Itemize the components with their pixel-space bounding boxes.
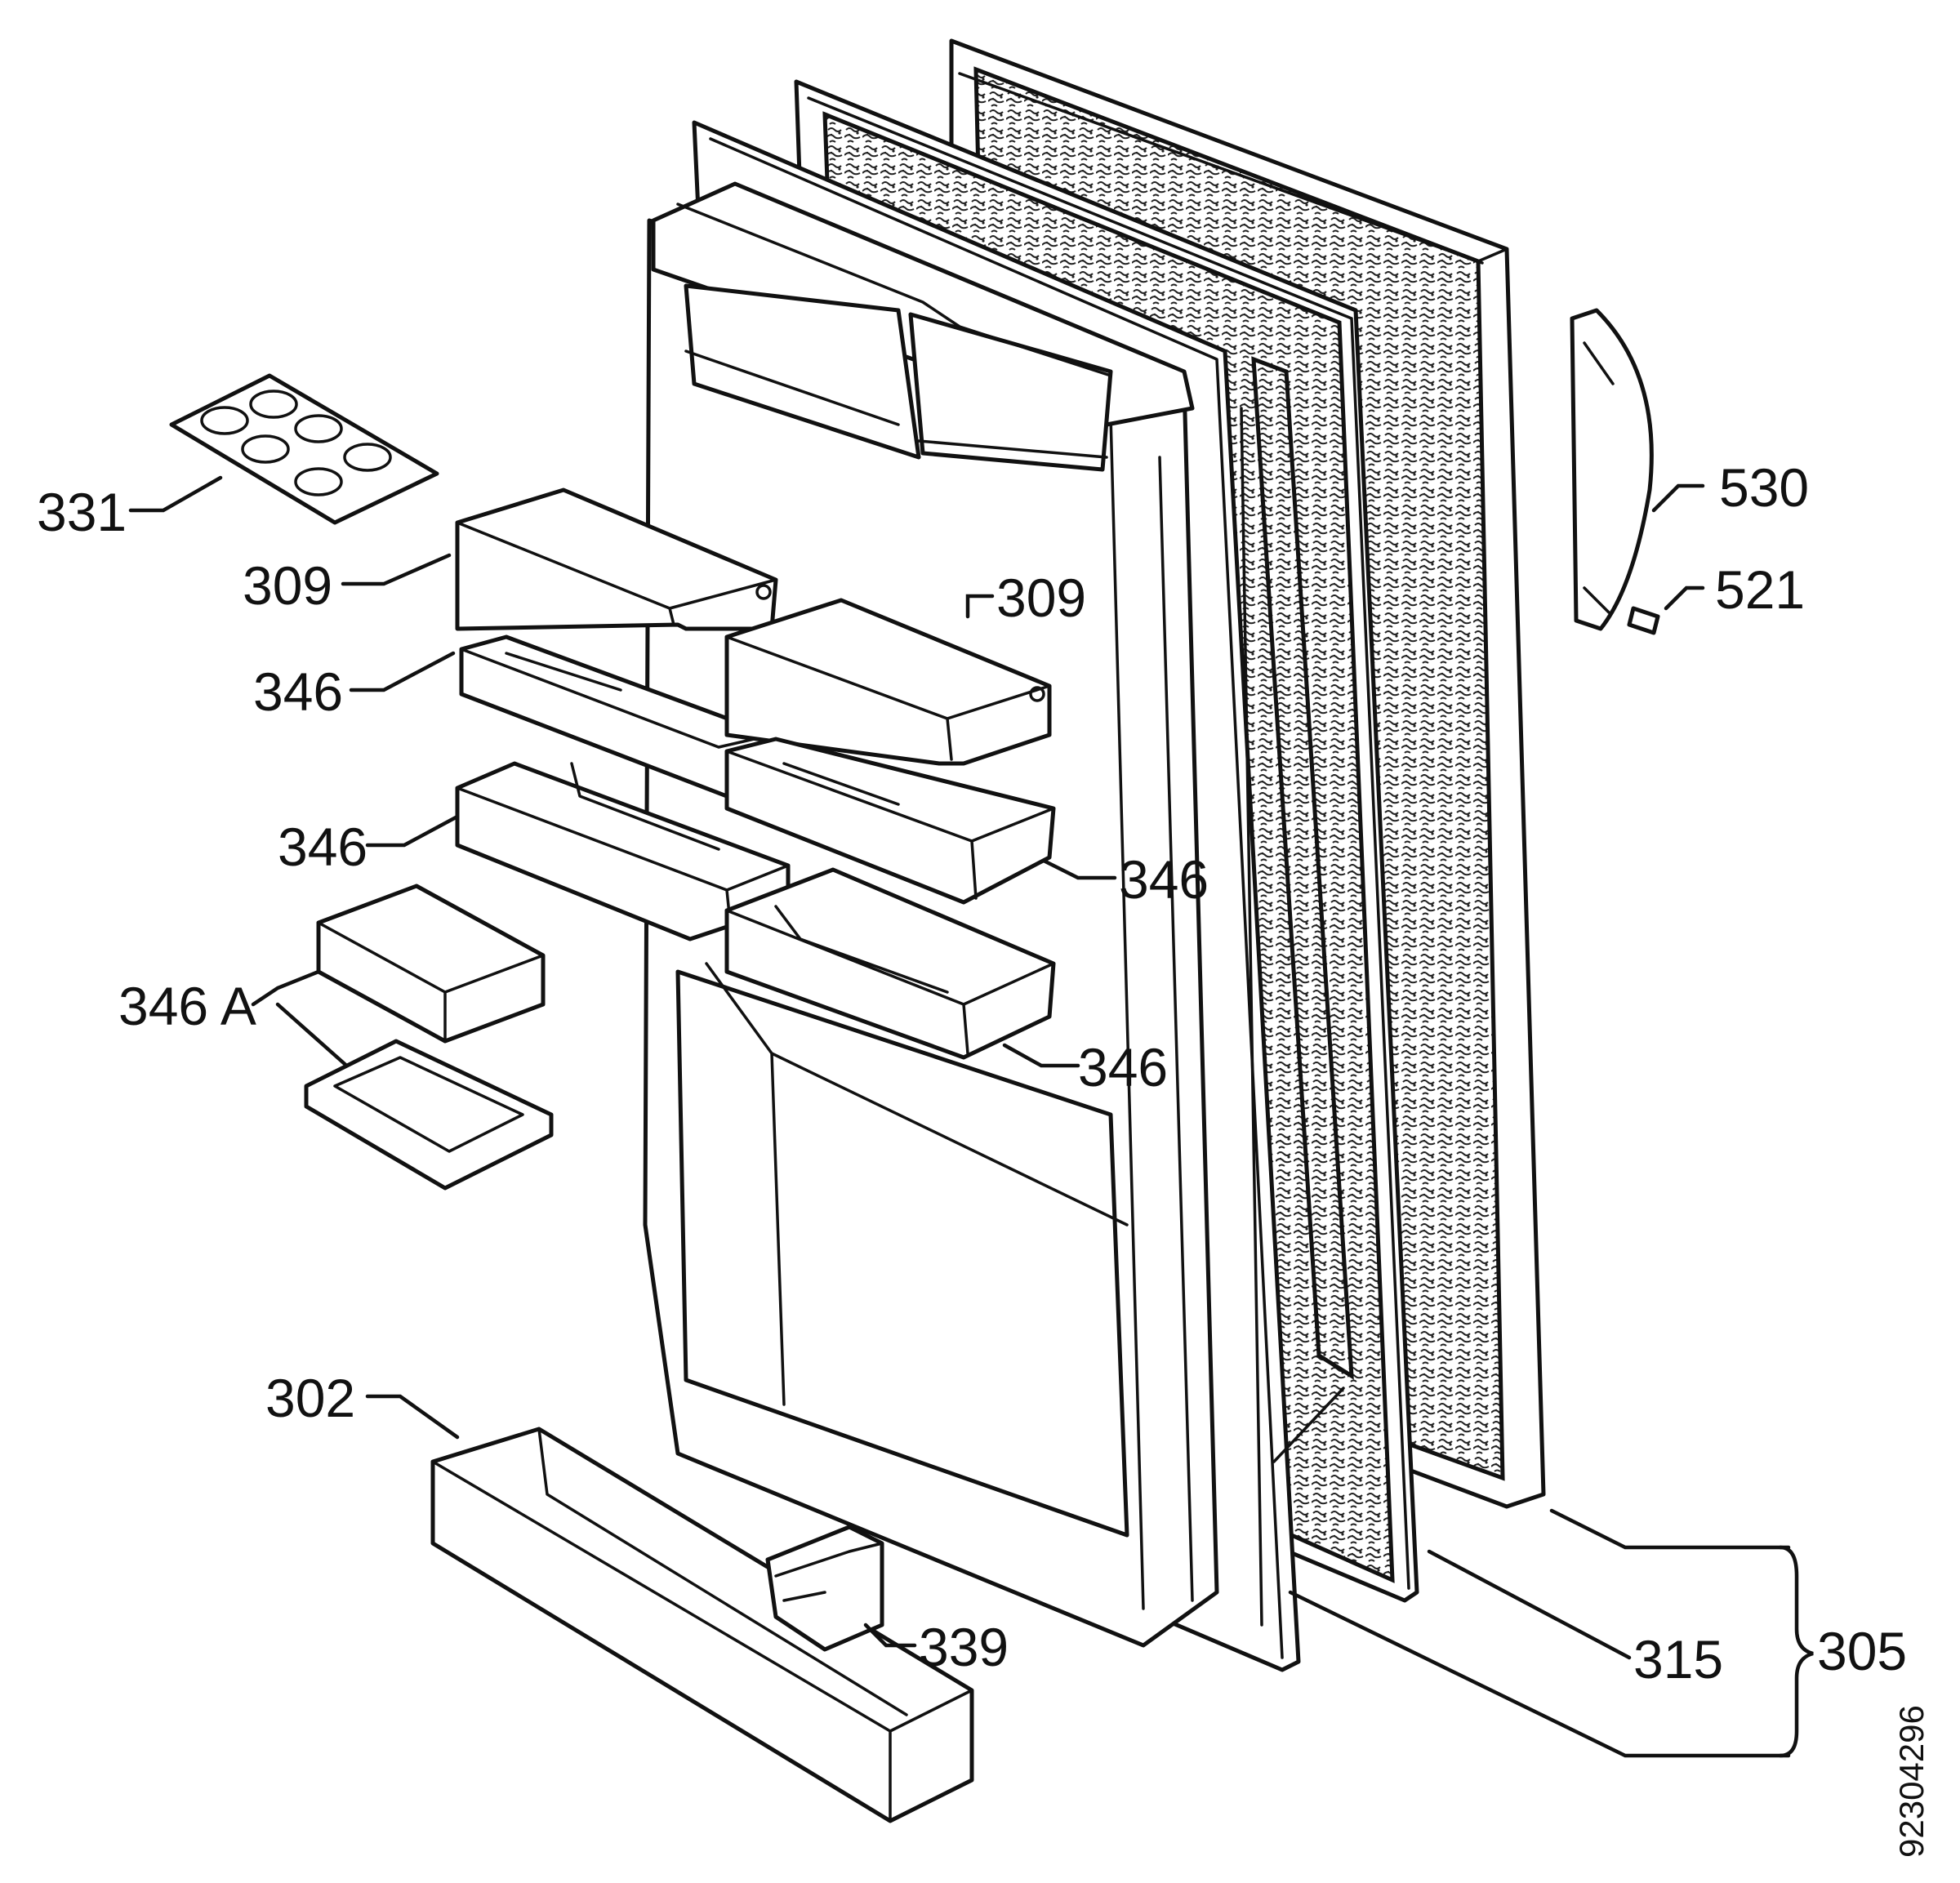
bottle-shelf	[430, 1427, 974, 1823]
label-309-right: 309	[996, 568, 1086, 628]
label-315: 315	[1633, 1629, 1723, 1689]
handle-screw	[1627, 606, 1660, 635]
butter-compartment-right	[724, 598, 1052, 766]
drawing-code: 92304296	[1892, 1705, 1931, 1858]
door-shelf-lower-right	[724, 867, 1056, 1060]
part-labels: 331 309 309 346 346 346 346 346 A 302 33…	[37, 457, 1931, 1858]
butter-compartment-left	[455, 487, 778, 631]
label-346-middle-left: 346	[278, 817, 368, 877]
label-346-upper-right: 346	[1119, 849, 1209, 910]
label-309-left: 309	[243, 555, 332, 616]
label-346A: 346 A	[118, 976, 256, 1036]
label-339: 339	[919, 1617, 1009, 1677]
label-305: 305	[1817, 1621, 1907, 1681]
cheese-box-base	[304, 1039, 554, 1191]
cheese-box-lid	[316, 884, 546, 1044]
egg-tray	[169, 373, 439, 525]
door-shelf-upper-right	[724, 737, 1056, 905]
label-302: 302	[265, 1368, 355, 1428]
inner-door-liner	[643, 181, 1219, 1648]
upper-compartments	[651, 181, 1195, 472]
label-530: 530	[1719, 457, 1809, 518]
door-handle	[1570, 308, 1654, 631]
hinge-cover	[765, 1525, 884, 1652]
leader-lines	[128, 475, 1814, 1758]
label-346-lower-right: 346	[1078, 1037, 1168, 1097]
label-331: 331	[37, 482, 127, 542]
label-346-upper-left: 346	[253, 661, 343, 722]
label-521: 521	[1715, 559, 1805, 620]
